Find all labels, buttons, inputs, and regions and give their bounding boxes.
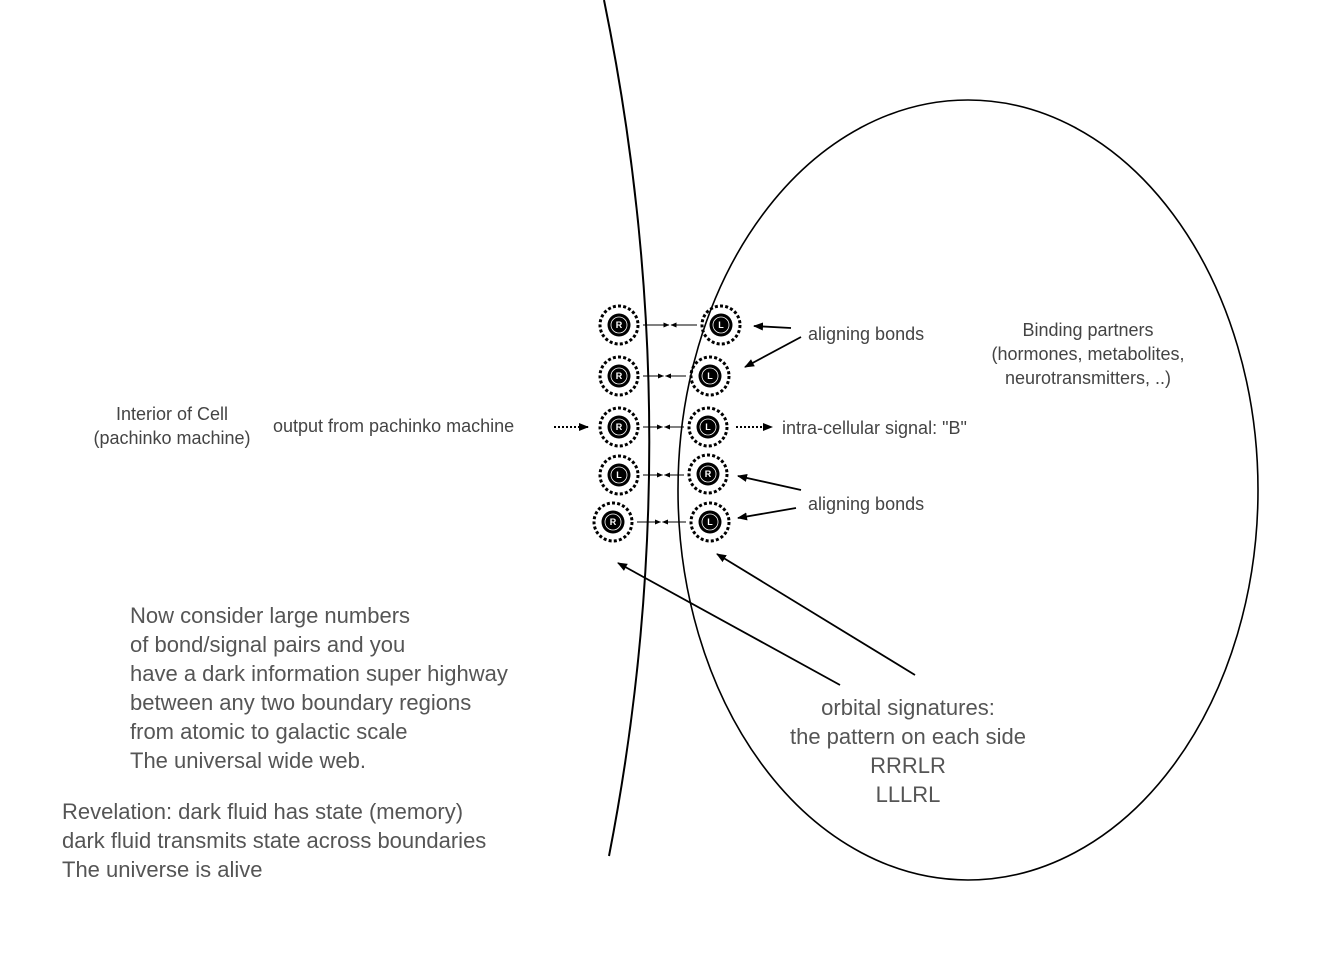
right-node-1-halo xyxy=(700,304,742,346)
explanation-paragraph: Now consider large numbers of bond/signal… xyxy=(130,603,508,773)
left-node-1-halo xyxy=(598,304,640,346)
binding-partner-ellipse xyxy=(677,99,1259,881)
intra-cellular-signal-label: intra-cellular signal: "B" xyxy=(782,418,967,438)
left-node-5-ring xyxy=(604,513,622,531)
right-node-4-letter: R xyxy=(705,469,712,479)
left-node-3-ring xyxy=(610,418,628,436)
orbital-arrow-left xyxy=(617,562,841,686)
aligning-bonds-top-label: aligning bonds xyxy=(808,324,924,344)
left-node-5: R xyxy=(592,501,634,543)
right-node-1-letter: L xyxy=(718,320,724,330)
interior-label-line2: (pachinko machine) xyxy=(93,428,250,448)
aligning-arrow-top-1 xyxy=(753,322,792,331)
right-node-5-halo xyxy=(689,501,731,543)
aligning-arrow-top-2 xyxy=(744,336,802,368)
aligning-arrow-bottom-1 xyxy=(737,474,802,491)
paragraph-line-1: Now consider large numbers xyxy=(130,603,410,628)
orbital-signatures-line4: LLLRL xyxy=(876,782,941,807)
binding-partners-line1: Binding partners xyxy=(1022,320,1153,340)
paragraph-line-5: from atomic to galactic scale xyxy=(130,719,408,744)
right-node-3-ring xyxy=(699,418,717,436)
left-node-2-halo xyxy=(598,355,640,397)
left-node-4-ring xyxy=(610,466,628,484)
left-node-2: R xyxy=(598,355,640,397)
interior-label-line1: Interior of Cell xyxy=(116,404,228,424)
right-node-4-ring xyxy=(699,465,717,483)
revelation-paragraph: Revelation: dark fluid has state (memory… xyxy=(62,799,486,882)
right-node-2-ring xyxy=(701,367,719,385)
right-node-3: L xyxy=(687,406,729,448)
right-node-1: L xyxy=(700,304,742,346)
paragraph-line-4: between any two boundary regions xyxy=(130,690,471,715)
bond-arrows xyxy=(637,322,697,525)
right-node-4-halo xyxy=(687,453,729,495)
right-node-3-halo xyxy=(687,406,729,448)
orbital-arrow-right xyxy=(716,553,916,676)
right-node-column: L L L R L xyxy=(687,304,742,543)
right-node-2: L xyxy=(689,355,731,397)
right-node-5-ring xyxy=(701,513,719,531)
right-node-4: R xyxy=(687,453,729,495)
orbital-signatures-line3: RRRLR xyxy=(870,753,946,778)
aligning-arrow-bottom-2 xyxy=(737,507,797,521)
cell-boundary-curve xyxy=(603,0,651,857)
right-node-2-halo xyxy=(689,355,731,397)
left-node-2-letter: R xyxy=(616,371,623,381)
left-node-column: R R R L R xyxy=(592,304,640,543)
right-node-5-letter: L xyxy=(707,517,713,527)
left-node-4: L xyxy=(598,454,640,496)
output-label: output from pachinko machine xyxy=(273,416,514,436)
paragraph-line-3: have a dark information super highway xyxy=(130,661,508,686)
orbital-signatures-line1: orbital signatures: xyxy=(821,695,995,720)
binding-partners-line3: neurotransmitters, ..) xyxy=(1005,368,1171,388)
left-node-5-letter: R xyxy=(610,517,617,527)
left-node-1-letter: R xyxy=(616,320,623,330)
left-node-3: R xyxy=(598,406,640,448)
paragraph-line-6: The universal wide web. xyxy=(130,748,366,773)
left-node-5-halo xyxy=(592,501,634,543)
revelation-line-1: Revelation: dark fluid has state (memory… xyxy=(62,799,463,824)
right-node-1-ring xyxy=(712,316,730,334)
left-node-1-ring xyxy=(610,316,628,334)
left-node-3-letter: R xyxy=(616,422,623,432)
left-node-4-halo xyxy=(598,454,640,496)
left-node-2-ring xyxy=(610,367,628,385)
paragraph-line-2: of bond/signal pairs and you xyxy=(130,632,405,657)
left-node-4-letter: L xyxy=(616,470,622,480)
revelation-line-2: dark fluid transmits state across bounda… xyxy=(62,828,486,853)
right-node-3-letter: L xyxy=(705,422,711,432)
orbital-signatures-line2: the pattern on each side xyxy=(790,724,1026,749)
binding-partners-line2: (hormones, metabolites, xyxy=(991,344,1184,364)
right-node-5: L xyxy=(689,501,731,543)
revelation-line-3: The universe is alive xyxy=(62,857,263,882)
left-node-3-halo xyxy=(598,406,640,448)
aligning-bonds-bottom-label: aligning bonds xyxy=(808,494,924,514)
left-node-1: R xyxy=(598,304,640,346)
right-node-2-letter: L xyxy=(707,371,713,381)
